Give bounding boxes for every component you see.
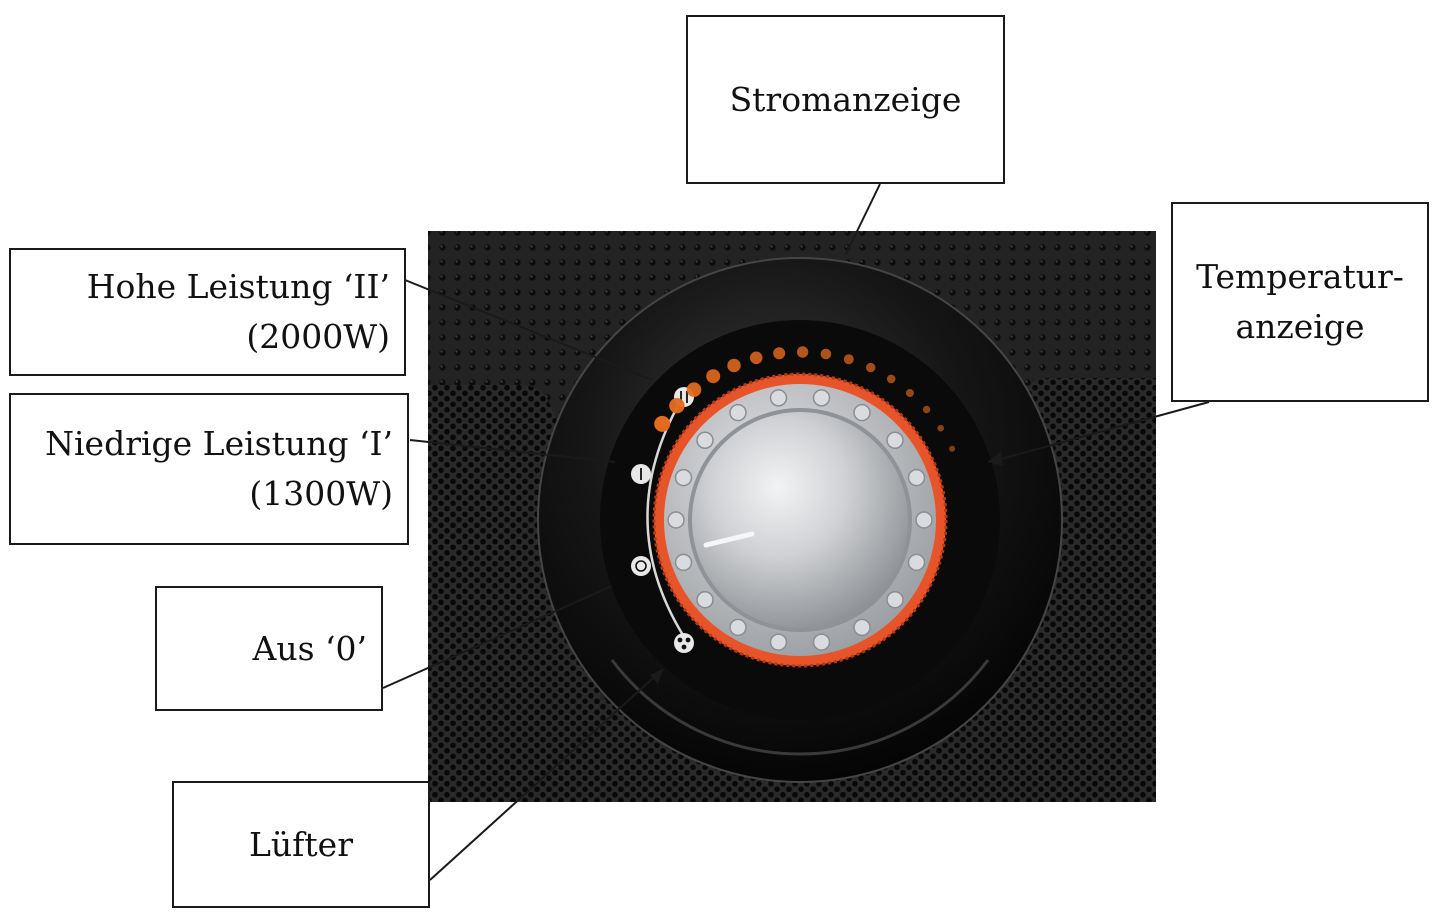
knob-grip-bump xyxy=(812,389,831,407)
callout-luefter-text: Lüfter xyxy=(249,824,353,864)
temperature-dot xyxy=(669,398,685,414)
temperature-dot xyxy=(773,347,786,360)
callout-stromanzeige: Stromanzeige xyxy=(686,15,1005,184)
knob-grip-bump xyxy=(812,633,831,651)
knob-grip-bump xyxy=(886,431,904,450)
temperature-dot xyxy=(796,346,809,358)
temperature-dot xyxy=(937,424,944,432)
arrowhead-luefter xyxy=(650,668,664,684)
callout-aus: Aus ‘0’ xyxy=(155,586,383,711)
knob-grip-bump xyxy=(729,403,747,422)
callout-aus-text: Aus ‘0’ xyxy=(252,628,368,668)
callout-hohe-leistung-line2: (2000W) xyxy=(246,317,390,356)
knob-grip-bump xyxy=(886,590,904,609)
callout-niedrige-leistung-line1: Niedrige Leistung ‘I’ xyxy=(45,424,393,463)
callout-luefter: Lüfter xyxy=(172,781,430,908)
knob-grip-bump xyxy=(907,553,926,572)
callout-stromanzeige-text: Stromanzeige xyxy=(729,79,962,119)
temperature-dot xyxy=(949,445,956,452)
leader-temperaturanzeige xyxy=(989,401,1210,463)
temperature-dot xyxy=(843,354,854,365)
knob-grip-bump xyxy=(729,618,747,637)
leader-luefter xyxy=(429,669,663,881)
temperature-dot xyxy=(866,362,876,373)
mode-low-icon xyxy=(631,464,651,484)
thermostat-knob xyxy=(652,372,948,668)
leader-niedrige-leistung xyxy=(409,439,616,463)
callout-temperaturanzeige-line1: Temperatur- xyxy=(1196,257,1404,296)
knob-grip-bump xyxy=(769,389,788,407)
callout-temperaturanzeige-line2: anzeige xyxy=(1235,307,1365,346)
temperature-indicator-dots xyxy=(654,346,956,452)
temperature-dot xyxy=(905,389,914,397)
knob-grip-bump xyxy=(674,553,693,572)
callout-niedrige-leistung-line2: (1300W) xyxy=(249,474,393,513)
mode-scale xyxy=(631,387,694,653)
temperature-dot xyxy=(886,374,896,384)
temperature-dot xyxy=(922,405,931,414)
knob-grip-bump xyxy=(915,511,933,529)
knob-grip-bump xyxy=(853,618,871,637)
temperature-dot xyxy=(654,415,671,432)
callout-hohe-leistung: Hohe Leistung ‘II’ (2000W) xyxy=(9,248,406,376)
arrowhead-temperaturanzeige xyxy=(987,452,1003,466)
temperature-dot xyxy=(749,351,763,365)
knob-grip-bump xyxy=(769,633,788,651)
knob-grip-bump xyxy=(696,590,714,609)
leader-aus xyxy=(382,585,613,689)
knob-grip-bump xyxy=(853,403,871,422)
temperature-dot xyxy=(706,369,721,384)
mode-off-icon xyxy=(631,556,651,576)
knob-grip-bump xyxy=(667,511,685,529)
temperature-dot xyxy=(686,382,702,398)
knob-grip-bump xyxy=(674,468,693,487)
leader-stromanzeige xyxy=(845,183,881,255)
knob-grip-bump xyxy=(696,431,714,450)
callout-temperaturanzeige: Temperatur- anzeige xyxy=(1171,202,1429,402)
temperature-dot xyxy=(727,358,741,373)
leader-hohe-leistung xyxy=(404,279,653,381)
knob-grip-bumps xyxy=(667,389,933,651)
temperature-dot xyxy=(820,348,832,360)
knob-grip-bump xyxy=(907,468,926,487)
callout-hohe-leistung-line1: Hohe Leistung ‘II’ xyxy=(86,267,390,306)
mode-fan-icon xyxy=(674,633,694,653)
callout-niedrige-leistung: Niedrige Leistung ‘I’ (1300W) xyxy=(9,393,409,545)
